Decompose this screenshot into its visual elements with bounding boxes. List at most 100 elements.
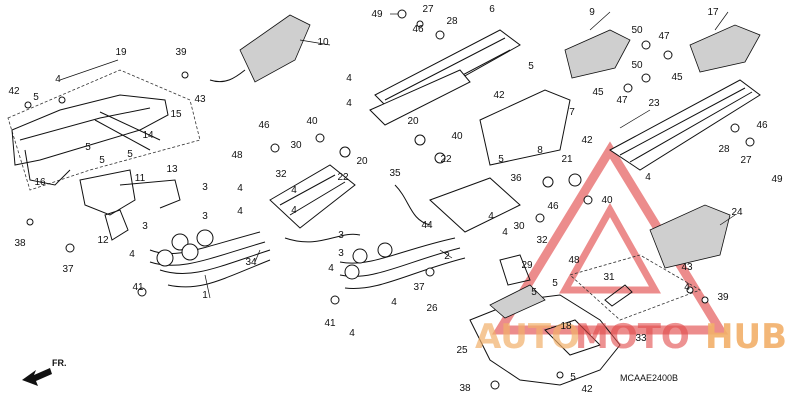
drawing-code: MCAAE2400B: [620, 373, 678, 383]
muffler-cover-24: [649, 204, 731, 269]
callout-part-43: 43: [681, 262, 693, 273]
callout-part-30: 30: [513, 221, 525, 232]
callout-part-5: 5: [528, 61, 534, 72]
callout-part-27: 27: [740, 155, 752, 166]
muffler-23-ribs: [619, 87, 753, 163]
muffler-23: [609, 79, 761, 171]
callout-part-42: 42: [581, 384, 593, 395]
callout-part-4: 4: [237, 183, 243, 194]
callout-part-16: 16: [34, 177, 46, 188]
callout-part-8: 8: [537, 145, 543, 156]
callout-part-4: 4: [684, 282, 690, 293]
callout-part-13: 13: [166, 164, 178, 175]
callout-part-4: 4: [346, 73, 352, 84]
callout-part-41: 41: [132, 282, 144, 293]
callout-part-40: 40: [306, 116, 318, 127]
callout-part-5: 5: [127, 149, 133, 160]
callout-part-46: 46: [756, 120, 768, 131]
callout-part-34: 34: [245, 257, 257, 268]
fasteners: [24, 9, 755, 390]
callout-part-46: 46: [258, 120, 270, 131]
callout-part-28: 28: [446, 16, 458, 27]
callout-part-5: 5: [552, 278, 558, 289]
heat-shield-group-outline: [7, 69, 201, 191]
callout-part-32: 32: [275, 169, 287, 180]
callout-part-42: 42: [8, 86, 20, 97]
callout-part-44: 44: [421, 220, 433, 231]
callout-part-15: 15: [170, 109, 182, 120]
callout-part-29: 29: [521, 260, 533, 271]
heat-shield-lower: [24, 149, 71, 186]
callout-part-37: 37: [62, 264, 74, 275]
catalytic-converter-left: [269, 164, 356, 229]
front-direction-arrow: [22, 368, 52, 386]
callout-part-28: 28: [718, 144, 730, 155]
callout-part-45: 45: [592, 87, 604, 98]
callout-part-11: 11: [135, 173, 146, 184]
callout-part-17: 17: [707, 7, 719, 18]
callout-part-37: 37: [413, 282, 425, 293]
callout-part-47: 47: [658, 31, 670, 42]
callout-part-6: 6: [489, 4, 495, 15]
bracket-26: [489, 284, 546, 319]
callout-part-39: 39: [717, 292, 729, 303]
callout-part-48: 48: [231, 150, 243, 161]
callout-part-4: 4: [488, 211, 494, 222]
callout-part-23: 23: [648, 98, 660, 109]
callout-part-49: 49: [371, 9, 383, 20]
callout-part-3: 3: [142, 221, 148, 232]
bracket-7: [479, 89, 571, 166]
callout-part-46: 46: [412, 24, 424, 35]
callout-part-46: 46: [547, 201, 559, 212]
heat-shield-rib: [19, 107, 151, 141]
callout-part-3: 3: [202, 182, 208, 193]
callout-part-5: 5: [33, 92, 39, 103]
muffler-cover-9: [564, 29, 631, 79]
callout-part-22: 22: [337, 172, 349, 183]
bracket-18: [544, 319, 601, 356]
callout-part-32: 32: [536, 235, 548, 246]
callout-part-4: 4: [349, 328, 355, 339]
callout-part-42: 42: [581, 135, 593, 146]
bracket-11: [79, 169, 136, 216]
callout-part-4: 4: [291, 205, 297, 216]
callout-part-4: 4: [291, 185, 297, 196]
callout-part-14: 14: [142, 130, 154, 141]
front-label: FR.: [52, 358, 67, 368]
callout-part-4: 4: [55, 74, 61, 85]
callout-part-5: 5: [531, 287, 537, 298]
callout-part-38: 38: [14, 238, 26, 249]
o2-sensor-cable-35: [394, 184, 431, 226]
callout-part-40: 40: [601, 195, 613, 206]
callout-part-4: 4: [237, 206, 243, 217]
catalytic-converter-center: [429, 177, 521, 233]
cover-10-strap: [209, 69, 246, 83]
callout-part-24: 24: [731, 207, 743, 218]
callout-part-27: 27: [422, 4, 434, 15]
bracket-group-outline: [569, 254, 701, 321]
callout-part-18: 18: [560, 321, 572, 332]
callout-part-20: 20: [356, 156, 368, 167]
callout-part-26: 26: [426, 303, 438, 314]
callout-part-4: 4: [328, 263, 334, 274]
callout-part-1: 1: [202, 290, 208, 301]
callout-part-47: 47: [616, 95, 628, 106]
o2-sensor-cable-34: [284, 233, 361, 243]
callout-part-3: 3: [338, 230, 344, 241]
callout-part-22: 22: [440, 154, 452, 165]
callout-part-39: 39: [175, 47, 187, 58]
bracket-31: [604, 284, 633, 307]
callout-part-4: 4: [346, 98, 352, 109]
callout-part-10: 10: [317, 37, 329, 48]
watermark-text: AUTO MOTO HUB: [475, 317, 787, 357]
leader-lines: [59, 11, 736, 299]
callout-part-43: 43: [194, 94, 206, 105]
callout-part-2: 2: [444, 251, 450, 262]
callout-part-49: 49: [771, 174, 783, 185]
callout-part-33: 33: [635, 333, 647, 344]
callout-part-3: 3: [202, 211, 208, 222]
callout-part-45: 45: [671, 72, 683, 83]
